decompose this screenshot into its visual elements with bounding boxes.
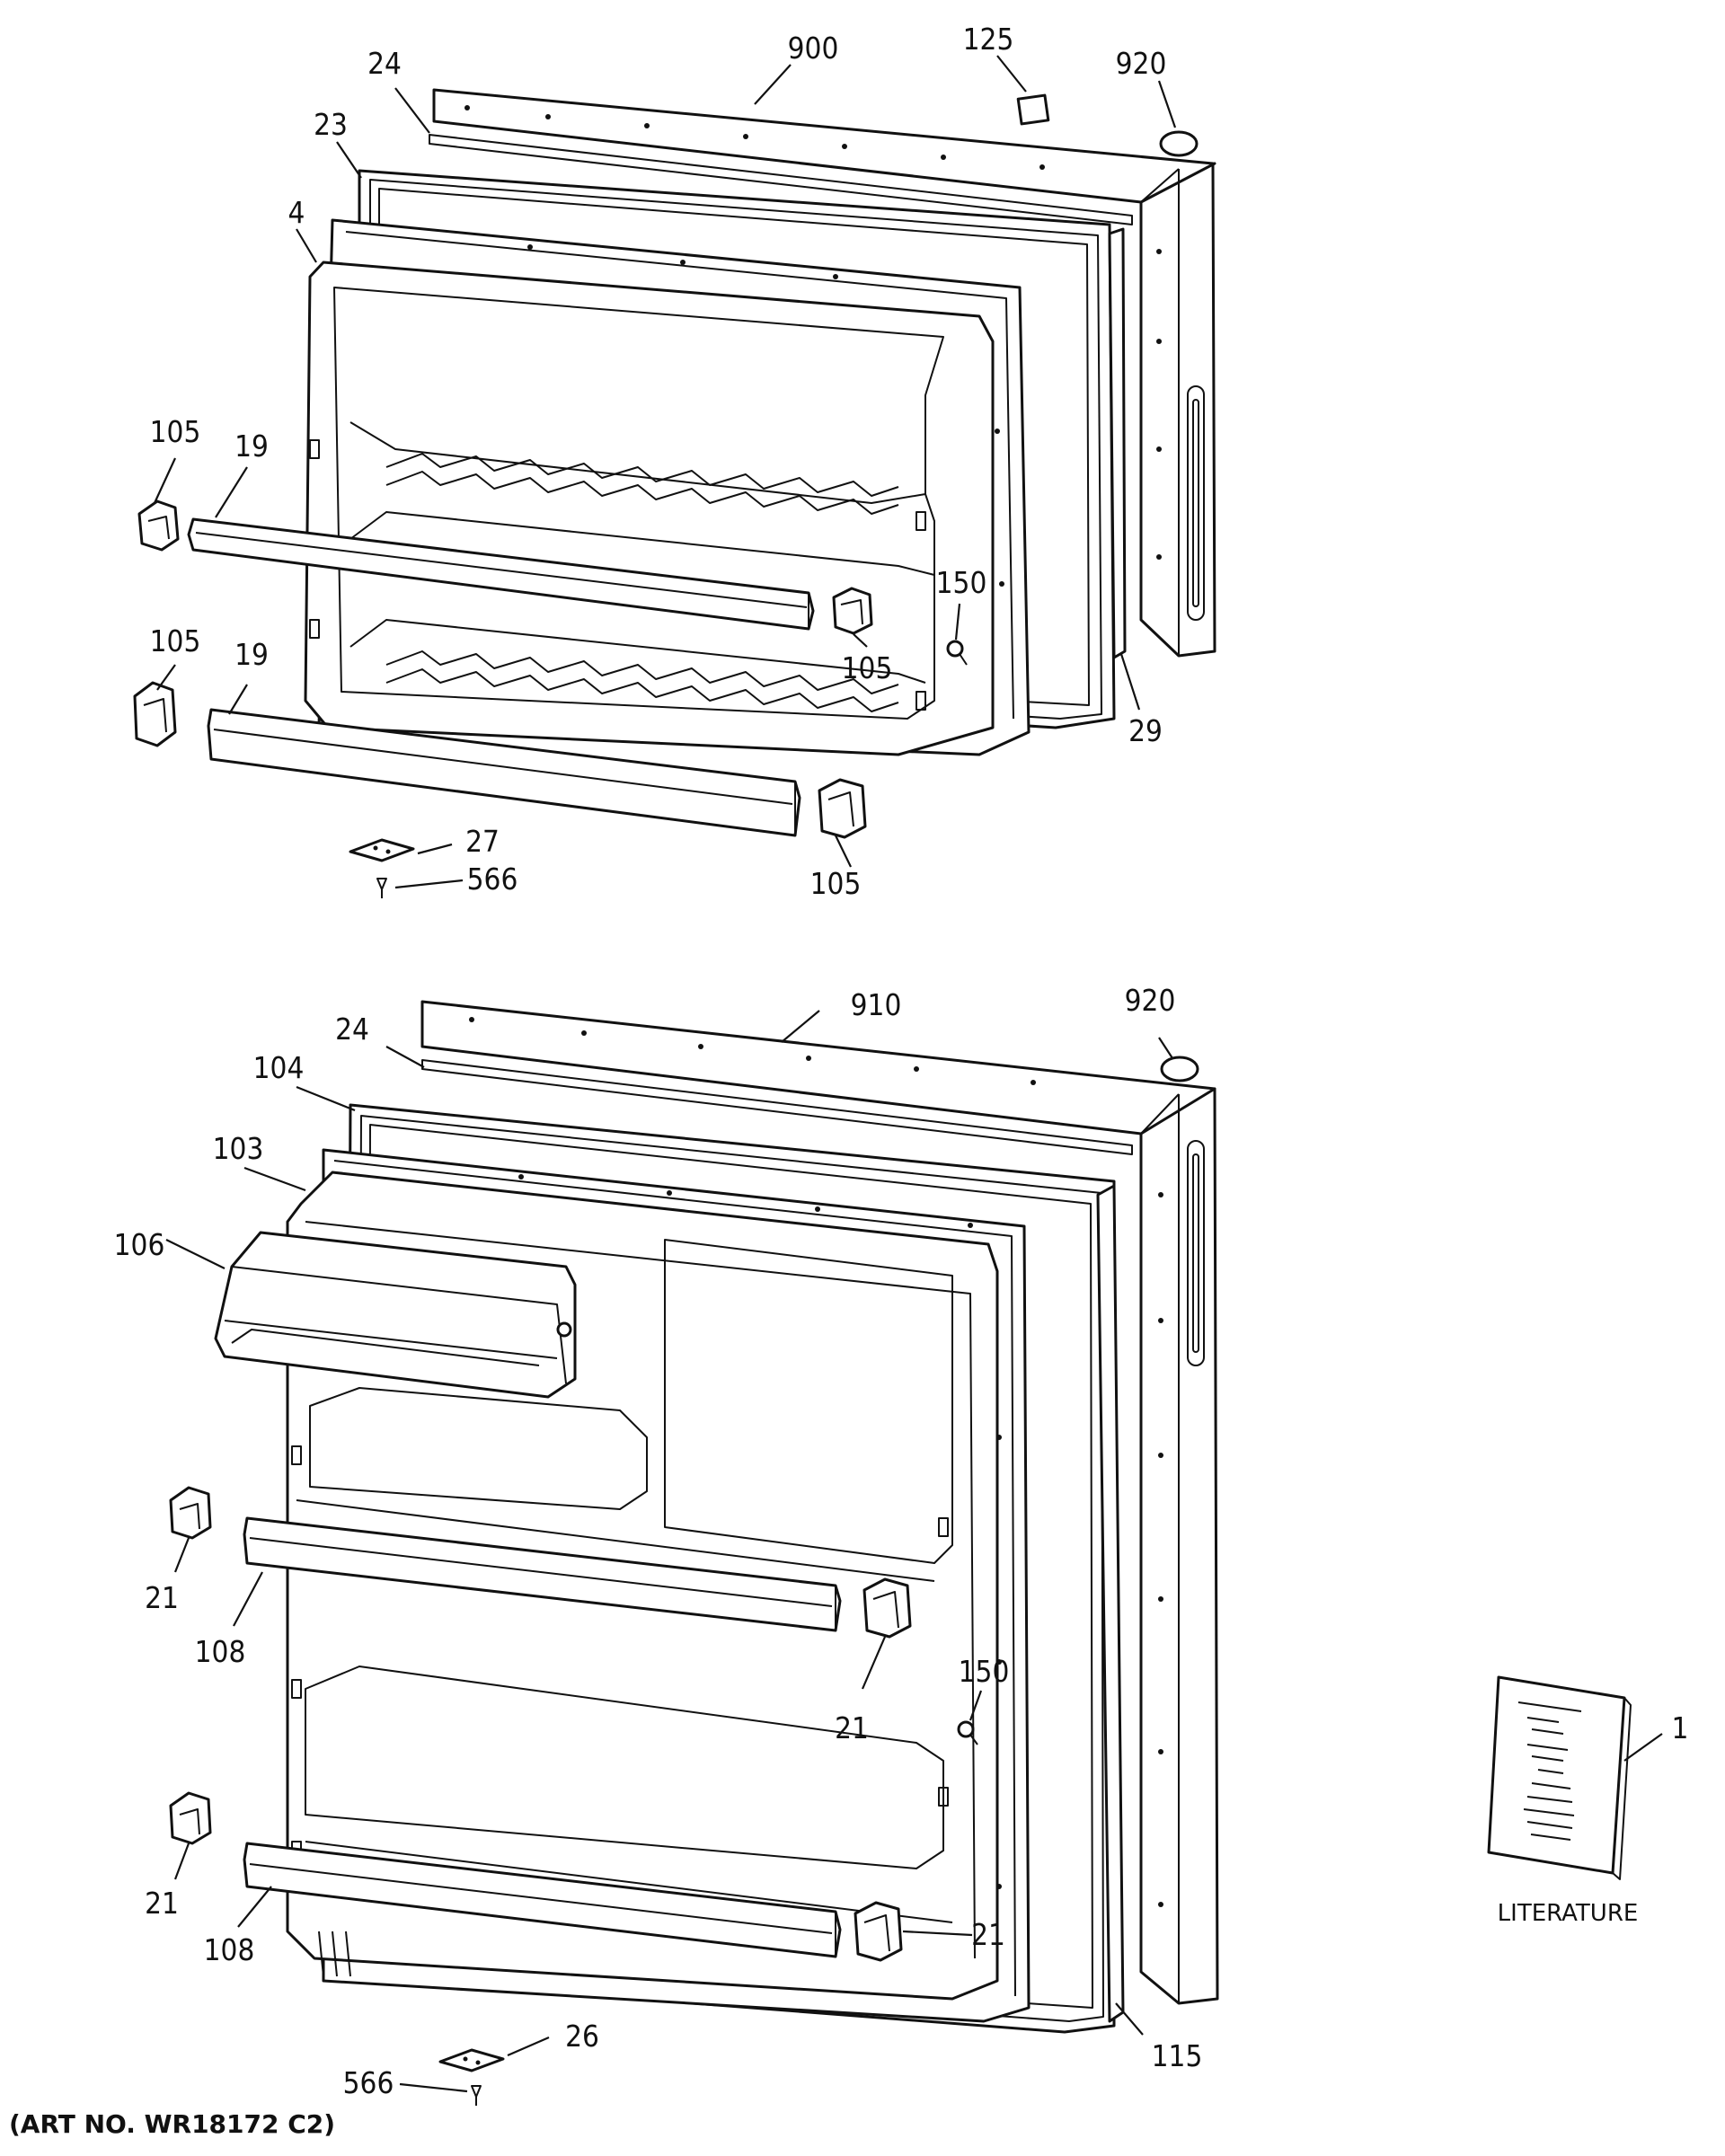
callout-566-top: 566 [467, 862, 518, 897]
panel-rivets [464, 105, 1162, 560]
callout-920-bottom: 920 [1125, 983, 1176, 1018]
shelf-bar-19-lower [207, 708, 801, 837]
callout-150-top: 150 [936, 565, 987, 600]
outer-door-panel-900 [432, 88, 1216, 658]
cap-920-bottom [1160, 1056, 1199, 1082]
callout-21-a: 21 [145, 1580, 179, 1615]
strip-29 [1108, 227, 1127, 659]
plug-125 [1016, 93, 1050, 126]
callout-labels-top: 900 125 920 24 23 4 105 19 105 19 150 10… [150, 22, 1167, 901]
clip-105-b [133, 681, 177, 747]
callout-21-d: 21 [971, 1917, 1005, 1952]
callout-24-bottom: 24 [335, 1012, 369, 1047]
literature-caption: LITERATURE [1498, 1900, 1639, 1927]
callout-125: 125 [963, 22, 1014, 57]
clip-21-c [169, 1791, 212, 1845]
callout-19-a: 19 [234, 429, 269, 464]
shelf-bar-19-upper [187, 517, 815, 631]
callout-566-bottom: 566 [343, 2065, 394, 2100]
callout-21-b: 21 [835, 1710, 869, 1745]
booklet-text-lines [1517, 1701, 1582, 1841]
strip-24 [429, 134, 1133, 225]
callout-105-c: 105 [842, 650, 893, 685]
callout-108-a: 108 [195, 1634, 246, 1669]
clip-105-c [832, 587, 873, 635]
callout-105-a: 105 [150, 414, 201, 449]
freezer-door-assembly [133, 88, 1216, 898]
shelf-ribs-upper [385, 453, 899, 515]
callout-115: 115 [1152, 2038, 1203, 2073]
callout-27: 27 [465, 824, 500, 859]
callout-920: 920 [1116, 46, 1167, 81]
clip-105-a [137, 499, 180, 552]
literature-booklet [1487, 1675, 1632, 1880]
art-number: (ART NO. WR18172 C2) [9, 2109, 335, 2139]
dairy-compartment-106 [214, 1231, 577, 1399]
screw-566-bottom [471, 2085, 482, 2106]
callout-29: 29 [1128, 713, 1163, 748]
panel-rivets-bottom [469, 1017, 1163, 1907]
callout-105-b: 105 [150, 623, 201, 658]
shelf-ribs-lower [385, 650, 899, 712]
screw-150-top [946, 640, 968, 666]
callout-108-b: 108 [204, 1932, 255, 1967]
fresh-food-door-assembly [169, 1000, 1219, 2106]
callout-150-bottom: 150 [959, 1654, 1010, 1689]
callout-900: 900 [788, 31, 839, 66]
outer-door-panel-910 [420, 1000, 1219, 2005]
clip-21-a [169, 1486, 212, 1540]
callout-106: 106 [114, 1227, 165, 1262]
shelf-bar-108-lower [243, 1842, 842, 1958]
hinge-plate-26 [438, 2048, 505, 2072]
hinge-plate-27 [349, 838, 415, 862]
callout-23: 23 [314, 107, 348, 142]
inner-liner-tub [304, 261, 995, 756]
clip-105-d [818, 778, 867, 839]
clip-21-d [854, 1901, 903, 1962]
callout-21-c: 21 [145, 1886, 179, 1921]
callout-19-b: 19 [234, 637, 269, 672]
screw-566-top [376, 878, 387, 898]
callout-1: 1 [1672, 1710, 1689, 1745]
callout-26: 26 [565, 2019, 599, 2054]
callout-910: 910 [851, 987, 902, 1022]
clip-21-b [862, 1577, 912, 1639]
callout-104: 104 [253, 1050, 305, 1085]
shelf-bar-108-upper [243, 1516, 842, 1632]
cap-920 [1159, 130, 1199, 157]
callout-labels-bottom: 910 920 24 104 103 106 21 108 150 21 21 … [114, 983, 1203, 2100]
callout-4: 4 [288, 195, 305, 230]
callout-105-d: 105 [810, 866, 862, 901]
leader-lines [154, 55, 1663, 2093]
callout-24: 24 [367, 46, 402, 81]
screw-150-bottom [957, 1720, 978, 1745]
callout-103: 103 [213, 1131, 264, 1166]
